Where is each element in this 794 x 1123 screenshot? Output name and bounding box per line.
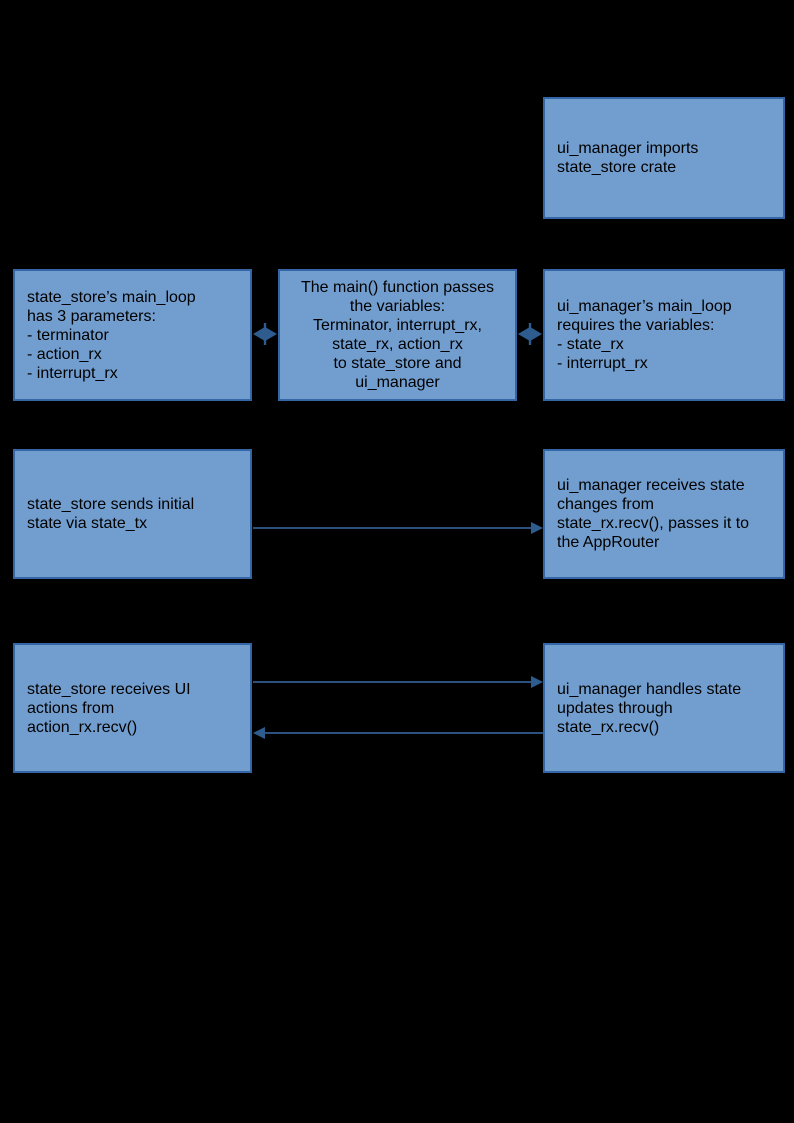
box-text-line: ui_manager imports — [557, 140, 699, 157]
box-text-line: state_rx.recv(), passes it to — [557, 515, 750, 532]
box-ui-manager-receives-state: ui_manager receives state changes from s… — [543, 449, 785, 579]
box-text-line: ui_manager receives state — [557, 477, 745, 494]
box-text-line: to state_store and — [333, 355, 462, 372]
double-arrow-vars — [518, 323, 542, 345]
arrow-ui-actions — [253, 676, 543, 688]
box-state-store-receives-ui-actions: state_store receives UI actions from act… — [13, 643, 252, 773]
arrow-state-updates — [253, 727, 543, 739]
box-text-line: actions from — [27, 699, 115, 717]
box-text-line: - interrupt_rx — [27, 364, 118, 382]
box-text-line: - terminator — [27, 326, 109, 344]
box-text-line: requires the variables: — [557, 317, 715, 334]
box-text-line: state via state_tx — [27, 515, 148, 532]
box-text-line: has 3 parameters: — [27, 307, 156, 325]
double-arrow-params — [253, 323, 277, 345]
box-main-function-passes-variables: The main() function passes the variables… — [278, 269, 517, 401]
box-text-line: state_store sends initial — [27, 496, 195, 513]
box-state-store-main-loop-params: state_store’s main_loop has 3 parameters… — [13, 269, 252, 401]
box-ui-manager-main-loop-requires: ui_manager’s main_loop requires the vari… — [543, 269, 785, 401]
box-text-line: state_store receives UI — [27, 680, 191, 698]
box-text-line: ui_manager handles state — [557, 680, 742, 698]
box-text-line: state_store’s main_loop — [27, 288, 196, 306]
box-text-line: The main() function passes — [301, 279, 494, 296]
box-state-store-sends-initial-state: state_store sends initial state via stat… — [13, 449, 252, 579]
box-text-line: - action_rx — [27, 345, 102, 363]
box-text-line: ui_manager — [355, 374, 440, 391]
box-text-line: state_rx.recv() — [557, 718, 660, 736]
box-text-line: changes from — [557, 496, 654, 513]
box-text-line: Terminator, interrupt_rx, — [313, 317, 482, 334]
box-text-line: the AppRouter — [557, 534, 660, 551]
box-text-line: - interrupt_rx — [557, 355, 648, 372]
box-text-line: state_rx, action_rx — [332, 336, 463, 353]
box-ui-manager-imports: ui_manager imports state_store crate — [543, 97, 785, 219]
box-text-line: updates through — [557, 699, 673, 717]
box-text-line: ui_manager’s main_loop — [557, 298, 732, 315]
box-text-line: the variables: — [349, 298, 446, 315]
arrow-initial-state — [253, 522, 543, 534]
box-ui-manager-handles-state-updates: ui_manager handles state updates through… — [543, 643, 785, 773]
box-text-line: - state_rx — [557, 336, 624, 353]
box-text-line: action_rx.recv() — [27, 718, 138, 736]
box-text-line: state_store crate — [557, 159, 677, 176]
